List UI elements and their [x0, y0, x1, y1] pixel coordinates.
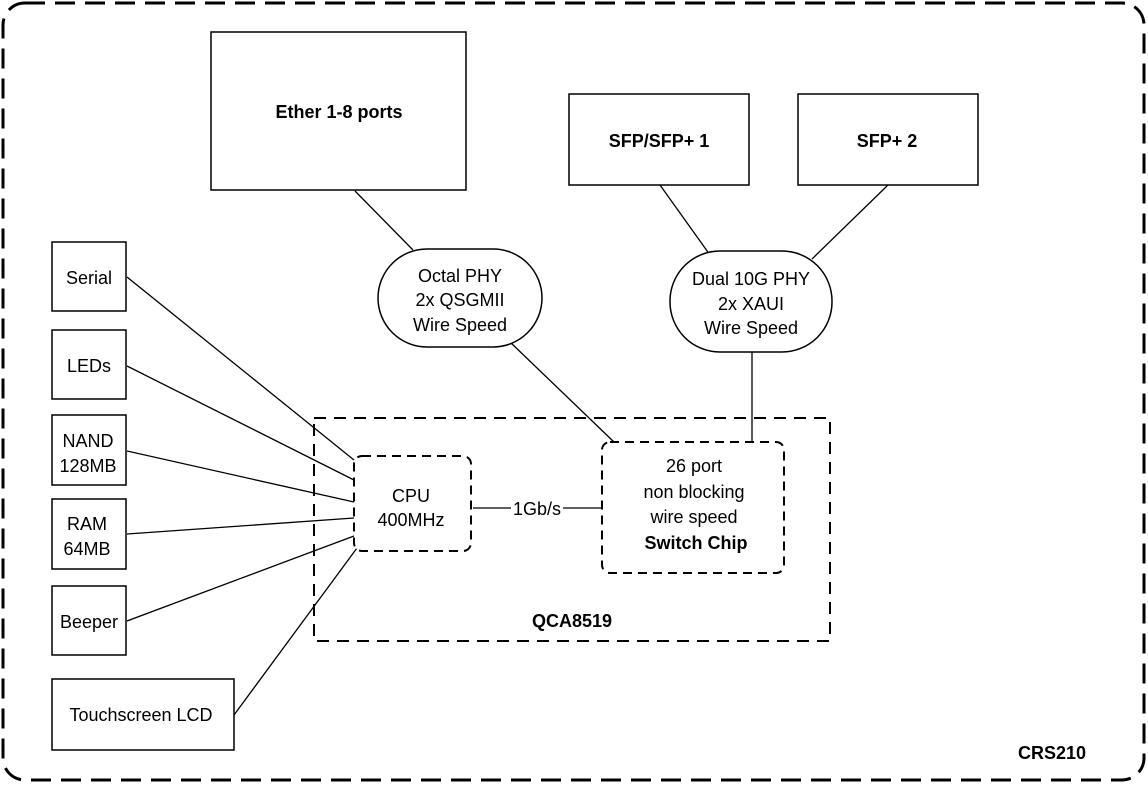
soc-label: QCA8519: [532, 611, 612, 631]
octal-phy-line1: Octal PHY: [418, 266, 502, 286]
sfp1-box: SFP/SFP+ 1: [568, 93, 750, 186]
line-sfp1-phy: [659, 184, 711, 256]
dual-phy-line2: 2x XAUI: [718, 294, 784, 314]
switch-line4: Switch Chip: [645, 533, 748, 553]
dual-phy-line3: Wire Speed: [704, 318, 798, 338]
sfp1-label: SFP/SFP+ 1: [609, 131, 710, 151]
serial-label: Serial: [66, 268, 112, 288]
connections: [126, 184, 889, 716]
switch-line3: wire speed: [649, 507, 737, 527]
nand-label-line1: NAND: [62, 431, 113, 451]
line-ether-phy: [354, 190, 414, 251]
leds-box: LEDs: [51, 329, 127, 400]
dual-phy-line1: Dual 10G PHY: [692, 269, 810, 289]
line-sfp2-phy: [811, 184, 889, 260]
nand-box: NAND 128MB: [51, 414, 127, 486]
board-label: CRS210: [1018, 743, 1086, 763]
line-lcd-cpu: [233, 547, 358, 716]
sfp2-box: SFP+ 2: [797, 93, 979, 186]
octal-phy-line3: Wire Speed: [413, 315, 507, 335]
cpu-line1: CPU: [392, 486, 430, 506]
line-ram-cpu: [126, 517, 355, 535]
switch-chip-block: 26 port non blocking wire speed Switch C…: [601, 441, 785, 574]
ether-ports-box: Ether 1-8 ports: [210, 31, 467, 191]
cpu-block: CPU 400MHz: [353, 455, 472, 552]
line-serial-cpu: [126, 276, 355, 461]
line-octalphy-switch: [509, 341, 615, 443]
soc-boundary: [313, 417, 831, 642]
serial-box: Serial: [51, 241, 127, 312]
cpu-line2: 400MHz: [377, 510, 444, 530]
sfp2-label: SFP+ 2: [857, 131, 918, 151]
line-nand-cpu: [126, 450, 355, 503]
beeper-label: Beeper: [60, 612, 118, 632]
ram-label-line2: 64MB: [63, 539, 110, 559]
link-speed-label: 1Gb/s: [513, 499, 561, 519]
lcd-box: Touchscreen LCD: [51, 678, 235, 751]
line-beeper-cpu: [126, 535, 355, 622]
ram-label-line1: RAM: [67, 514, 107, 534]
leds-label: LEDs: [67, 356, 111, 376]
ether-ports-label: Ether 1-8 ports: [275, 102, 402, 122]
octal-phy-line2: 2x QSGMII: [415, 290, 504, 310]
octal-phy: Octal PHY 2x QSGMII Wire Speed: [377, 248, 543, 348]
ram-box: RAM 64MB: [51, 498, 127, 570]
nand-label-line2: 128MB: [59, 456, 116, 476]
beeper-box: Beeper: [51, 585, 127, 656]
switch-line1: 26 port: [666, 456, 722, 476]
dual-phy: Dual 10G PHY 2x XAUI Wire Speed: [669, 250, 833, 353]
lcd-label: Touchscreen LCD: [69, 705, 212, 725]
switch-line2: non blocking: [643, 482, 744, 502]
line-leds-cpu: [126, 365, 355, 481]
